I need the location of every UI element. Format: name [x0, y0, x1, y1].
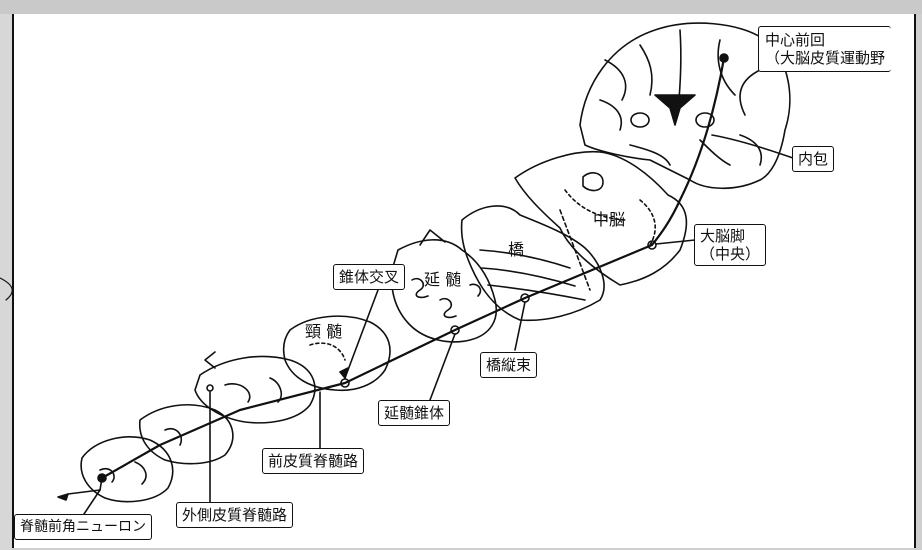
label-cerebral-peduncle-line1: 大脳脚	[700, 227, 746, 245]
label-anterior-horn-neuron: 脊髄前角ニューロン	[14, 514, 152, 540]
medulla-section	[390, 229, 497, 343]
leader-pontine-longitudinal	[514, 301, 526, 351]
cerebrum-section	[579, 22, 791, 190]
label-pontine-longitudinal: 橋縦束	[480, 352, 538, 378]
label-midbrain: 中脳	[593, 210, 626, 229]
label-precentral-line1: 中心前回	[765, 31, 826, 49]
label-medullary-pyramid: 延髄錐体	[378, 400, 451, 426]
label-cerebral-peduncle-line2: （中央）	[700, 245, 761, 263]
label-medulla: 延 髄	[424, 270, 462, 289]
leader-medullary-pyramid	[429, 333, 456, 401]
leader-cerebral-peduncle	[655, 239, 696, 245]
label-precentral-line2: （大脳皮質運動野	[765, 49, 886, 67]
top-bar	[0, 0, 922, 14]
label-pons: 橋	[508, 240, 525, 259]
pons-section	[460, 205, 605, 322]
label-cervical-cord: 頸 髄	[305, 322, 343, 341]
label-lateral-corticospinal: 外側皮質脊髄路	[176, 502, 294, 528]
leader-internal-capsule	[711, 134, 794, 159]
label-cerebral-peduncle: 大脳脚 （中央）	[694, 224, 767, 266]
midbrain-section	[514, 150, 688, 286]
leader-decussation	[344, 289, 379, 379]
label-internal-capsule: 内包	[792, 146, 835, 172]
label-decussation: 錐体交叉	[333, 264, 406, 290]
label-anterior-corticospinal: 前皮質脊髄路	[262, 448, 365, 474]
label-precentral-gyrus: 中心前回 （大脳皮質運動野	[758, 26, 892, 72]
lumbar-cord-section	[139, 404, 234, 465]
